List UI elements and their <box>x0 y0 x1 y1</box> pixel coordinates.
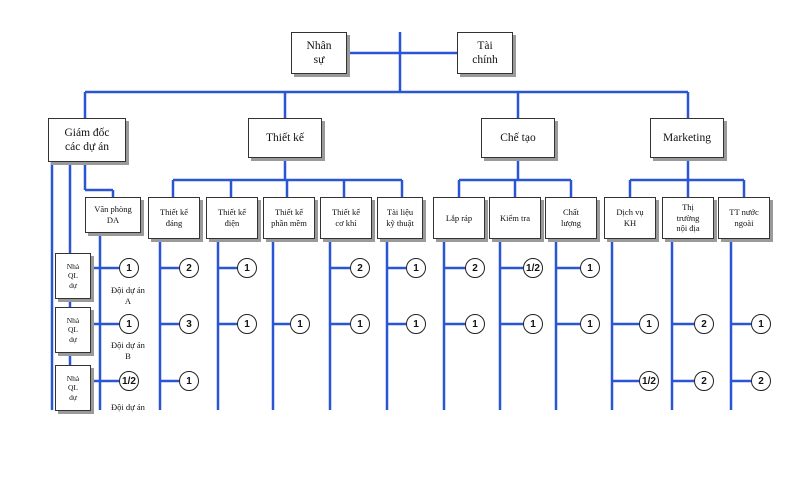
finance-box: Tài chính <box>457 32 513 74</box>
quality-box: Chất lượng <box>545 197 597 239</box>
staff-node: 2 <box>179 258 199 278</box>
staff-node: 1 <box>406 258 426 278</box>
staff-node: 1 <box>179 371 199 391</box>
staff-node: 1 <box>119 258 139 278</box>
assembly-box: Lắp ráp <box>433 197 485 239</box>
foreign-market-box: TT nước ngoài <box>718 197 770 239</box>
staff-node: 2 <box>350 258 370 278</box>
project-manager-b-box: Nhà QL dự <box>55 307 91 353</box>
staff-node: 1 <box>406 314 426 334</box>
staff-node: 1 <box>523 314 543 334</box>
testing-box: Kiểm tra <box>489 197 541 239</box>
design-dept-box: Thiết kế <box>248 118 322 158</box>
marketing-dept-box: Marketing <box>650 118 724 158</box>
staff-node: 1 <box>465 314 485 334</box>
staff-node: 2 <box>694 314 714 334</box>
staff-node: 1 <box>237 314 257 334</box>
mechanical-design-box: Thiết kế cơ khí <box>320 197 372 239</box>
staff-node: 1/2 <box>523 258 543 278</box>
staff-node: 1 <box>237 258 257 278</box>
project-manager-c-box: Nhà QL dự <box>55 365 91 411</box>
team-a-label: Đội dự án A <box>111 285 145 307</box>
staff-node: 2 <box>694 371 714 391</box>
team-c-label: Đội dự án <box>111 402 145 412</box>
project-director-box: Giám đốc các dự án <box>48 118 126 162</box>
software-design-box: Thiết kế phần mềm <box>263 197 315 239</box>
staff-node: 1 <box>580 258 600 278</box>
staff-node: 1 <box>119 314 139 334</box>
staff-node: 2 <box>465 258 485 278</box>
staff-node: 1 <box>580 314 600 334</box>
manufacturing-dept-box: Chế tạo <box>481 118 555 158</box>
technical-docs-box: Tài liệu kỹ thuật <box>377 197 423 239</box>
design-sub-1-box: Thiết kế đáng <box>148 197 200 239</box>
staff-node: 1 <box>639 314 659 334</box>
staff-node: 1 <box>290 314 310 334</box>
customer-service-box: Dịch vụ KH <box>604 197 656 239</box>
staff-node: 1 <box>751 314 771 334</box>
staff-node: 1/2 <box>639 371 659 391</box>
staff-node: 3 <box>179 314 199 334</box>
domestic-market-box: Thị trường nội địa <box>662 197 714 239</box>
project-manager-a-box: Nhà QL dự <box>55 253 91 299</box>
hr-box: Nhân sự <box>291 32 347 74</box>
staff-node: 1/2 <box>119 371 139 391</box>
team-b-label: Đội dự án B <box>111 340 145 362</box>
electrical-design-box: Thiết kế điện <box>206 197 258 239</box>
staff-node: 2 <box>751 371 771 391</box>
staff-node: 1 <box>350 314 370 334</box>
project-office-box: Văn phòng DA <box>85 197 141 233</box>
